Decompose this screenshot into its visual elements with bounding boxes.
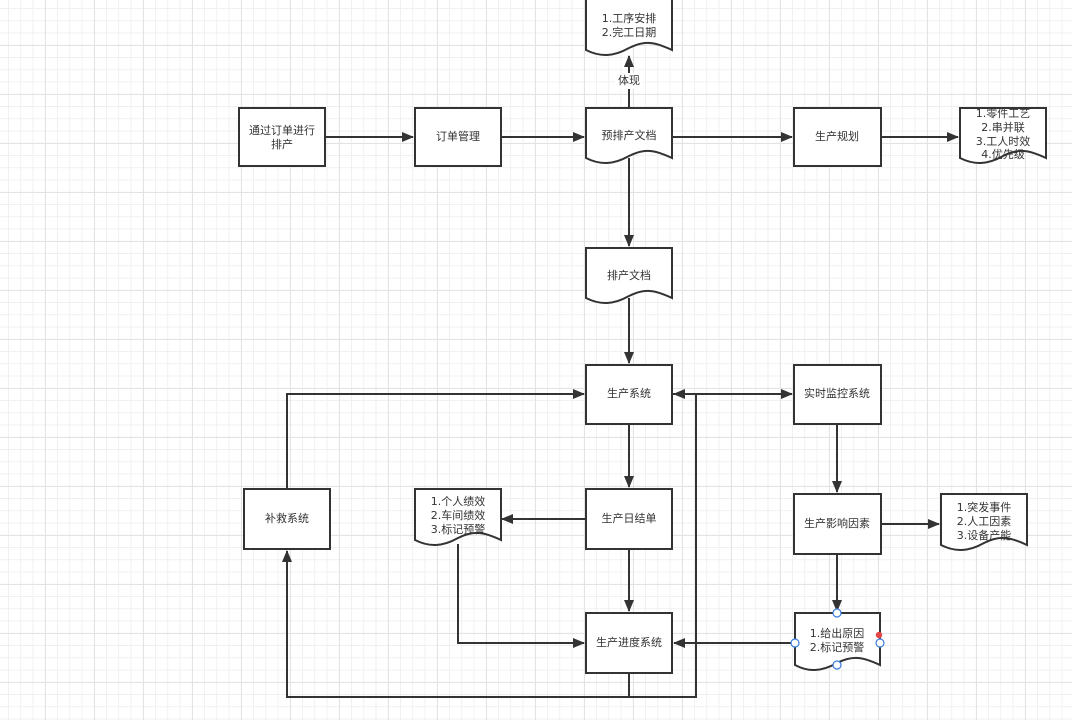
selection-handles xyxy=(790,608,885,670)
node-order-scheduling[interactable]: 通过订单进行 排产 xyxy=(238,107,326,167)
node-realtime-monitor[interactable]: 实时监控系统 xyxy=(793,364,882,425)
node-production-system[interactable]: 生产系统 xyxy=(585,364,673,425)
node-production-planning[interactable]: 生产规划 xyxy=(793,107,882,167)
node-label-line: 2.标记预警 xyxy=(810,640,865,654)
node-label-line: 生产系统 xyxy=(607,386,651,400)
node-label-line: 补救系统 xyxy=(265,511,309,525)
node-remedy-system[interactable]: 补救系统 xyxy=(243,488,331,550)
rotate-handle[interactable] xyxy=(875,631,883,639)
node-impact-factors[interactable]: 生产影响因素 xyxy=(793,493,882,555)
node-label-line: 1.个人绩效 xyxy=(431,494,486,508)
node-embody-doc[interactable]: 1.工序安排 2.完工日期 xyxy=(585,0,673,56)
node-label-line: 预排产文档 xyxy=(602,128,657,142)
node-cause-doc[interactable]: 1.给出原因 2.标记预警 xyxy=(794,612,881,671)
node-order-mgmt[interactable]: 订单管理 xyxy=(414,107,502,167)
node-label-line: 1.工序安排 xyxy=(602,11,657,25)
node-daily-statement[interactable]: 生产日结单 xyxy=(585,488,673,550)
node-label-line: 实时监控系统 xyxy=(804,386,870,400)
node-factors-doc[interactable]: 1.突发事件 2.人工因素 3.设备产能 xyxy=(940,493,1028,551)
connection-handle-right[interactable] xyxy=(875,638,885,648)
node-label-line: 3.标记预警 xyxy=(431,522,486,536)
node-label-line: 订单管理 xyxy=(436,129,480,143)
edge-remedy-system-to-production-system[interactable] xyxy=(286,389,585,489)
node-label-line: 生产影响因素 xyxy=(804,516,870,530)
node-label-line: 生产日结单 xyxy=(602,511,657,525)
node-schedule-doc[interactable]: 排产文档 xyxy=(585,247,673,304)
node-label-line: 4.优先级 xyxy=(981,148,1025,161)
connection-handle-left[interactable] xyxy=(790,638,800,648)
node-label-line: 2.人工因素 xyxy=(957,515,1012,528)
edge-performance-doc-to-progress-system[interactable] xyxy=(457,544,585,648)
edge-progress-system-to-production-system[interactable] xyxy=(629,389,697,698)
node-label-line: 3.设备产能 xyxy=(957,528,1012,542)
node-label-line: 排产 xyxy=(271,137,293,151)
connection-handle-top[interactable] xyxy=(832,608,842,618)
node-progress-system[interactable]: 生产进度系统 xyxy=(585,612,673,674)
node-label-line: 1.突发事件 xyxy=(957,500,1012,514)
connection-handle-bottom[interactable] xyxy=(832,660,842,670)
node-label-line: 生产进度系统 xyxy=(596,635,662,649)
node-label-line: 生产规划 xyxy=(815,129,859,143)
node-label-line: 3.工人时效 xyxy=(976,134,1031,148)
node-planning-doc[interactable]: 1.零件工艺 2.串并联 3.工人时效 4.优先级 xyxy=(959,107,1047,164)
node-label-line: 2.完工日期 xyxy=(602,25,657,39)
node-label-line: 通过订单进行 xyxy=(249,124,315,137)
edge-label-bg xyxy=(615,73,643,89)
edges xyxy=(282,55,959,698)
node-label-line: 2.车间绩效 xyxy=(431,508,486,522)
node-label-line: 1.给出原因 xyxy=(810,626,865,640)
node-label-line: 1.零件工艺 xyxy=(976,107,1031,120)
node-pre-schedule-doc[interactable]: 预排产文档 xyxy=(585,107,673,164)
node-performance-doc[interactable]: 1.个人绩效 2.车间绩效 3.标记预警 xyxy=(414,488,502,546)
edge-label-embody[interactable]: 体现 xyxy=(618,73,640,87)
edge-progress-system-to-remedy-system[interactable] xyxy=(282,550,630,698)
node-label-line: 2.串并联 xyxy=(981,120,1025,134)
node-label-line: 排产文档 xyxy=(607,268,651,282)
